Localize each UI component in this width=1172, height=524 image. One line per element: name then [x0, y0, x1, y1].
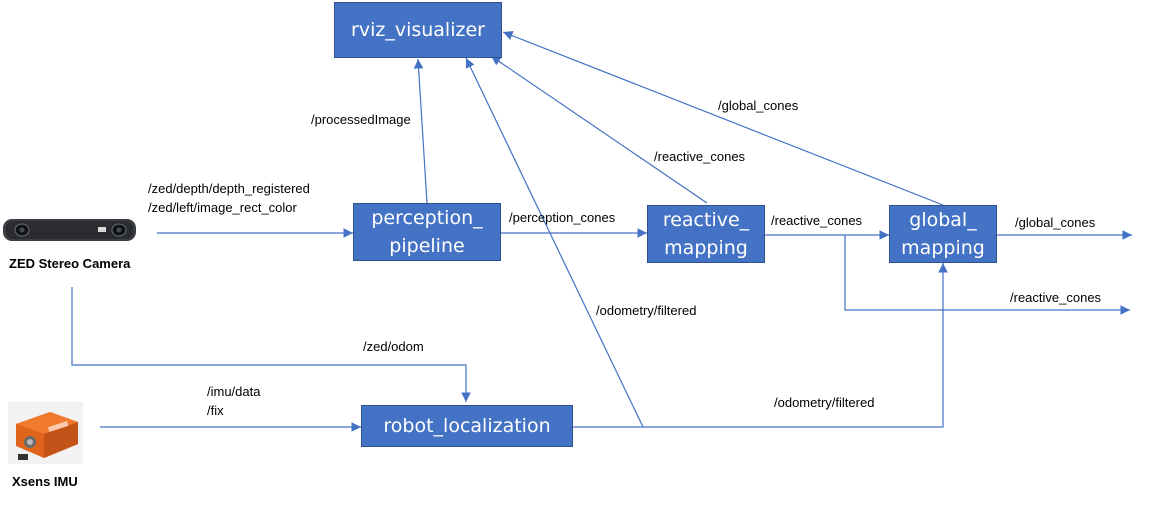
arrow-reactive-to-rviz: [490, 55, 708, 204]
node-perception-pipeline: perception_ pipeline: [353, 203, 501, 261]
label-reactive-cones-out: /reactive_cones: [1010, 290, 1102, 305]
label-global-cones-out: /global_cones: [1015, 215, 1096, 230]
label-odometry-global: /odometry/filtered: [774, 395, 875, 410]
arrow-localization-to-rviz: [465, 57, 644, 428]
arrow-perception-to-rviz: [413, 58, 428, 204]
xsens-imu-image: [8, 402, 83, 464]
arrow-localization-to-global: [573, 263, 948, 428]
arrow-camera-to-localization: [71, 287, 471, 402]
label-odometry-rviz: /odometry/filtered: [596, 303, 697, 318]
zed-camera-image: [2, 216, 137, 244]
label-processed-image: /processedImage: [311, 112, 411, 127]
node-reactive-mapping: reactive_ mapping: [647, 205, 765, 263]
label-reactive-cones-global: /reactive_cones: [771, 213, 863, 228]
label-perception-cones: /perception_cones: [509, 210, 616, 225]
arrow-reactive-out: [844, 235, 1130, 315]
zed-camera-label: ZED Stereo Camera: [9, 256, 131, 271]
node-rviz-visualizer: rviz_visualizer: [334, 2, 502, 58]
arrow-global-to-rviz: [502, 31, 944, 206]
node-robot-localization: robot_localization: [361, 405, 573, 447]
label-camera-topics: /zed/depth/depth_registered /zed/left/im…: [148, 181, 310, 215]
xsens-imu-label: Xsens IMU: [12, 474, 78, 489]
label-zed-odom: /zed/odom: [363, 339, 424, 354]
label-global-cones-rviz: /global_cones: [718, 98, 799, 113]
label-reactive-cones-rviz: /reactive_cones: [654, 149, 746, 164]
label-imu-topics: /imu/data /fix: [207, 384, 261, 418]
node-global-mapping: global_ mapping: [889, 205, 997, 263]
